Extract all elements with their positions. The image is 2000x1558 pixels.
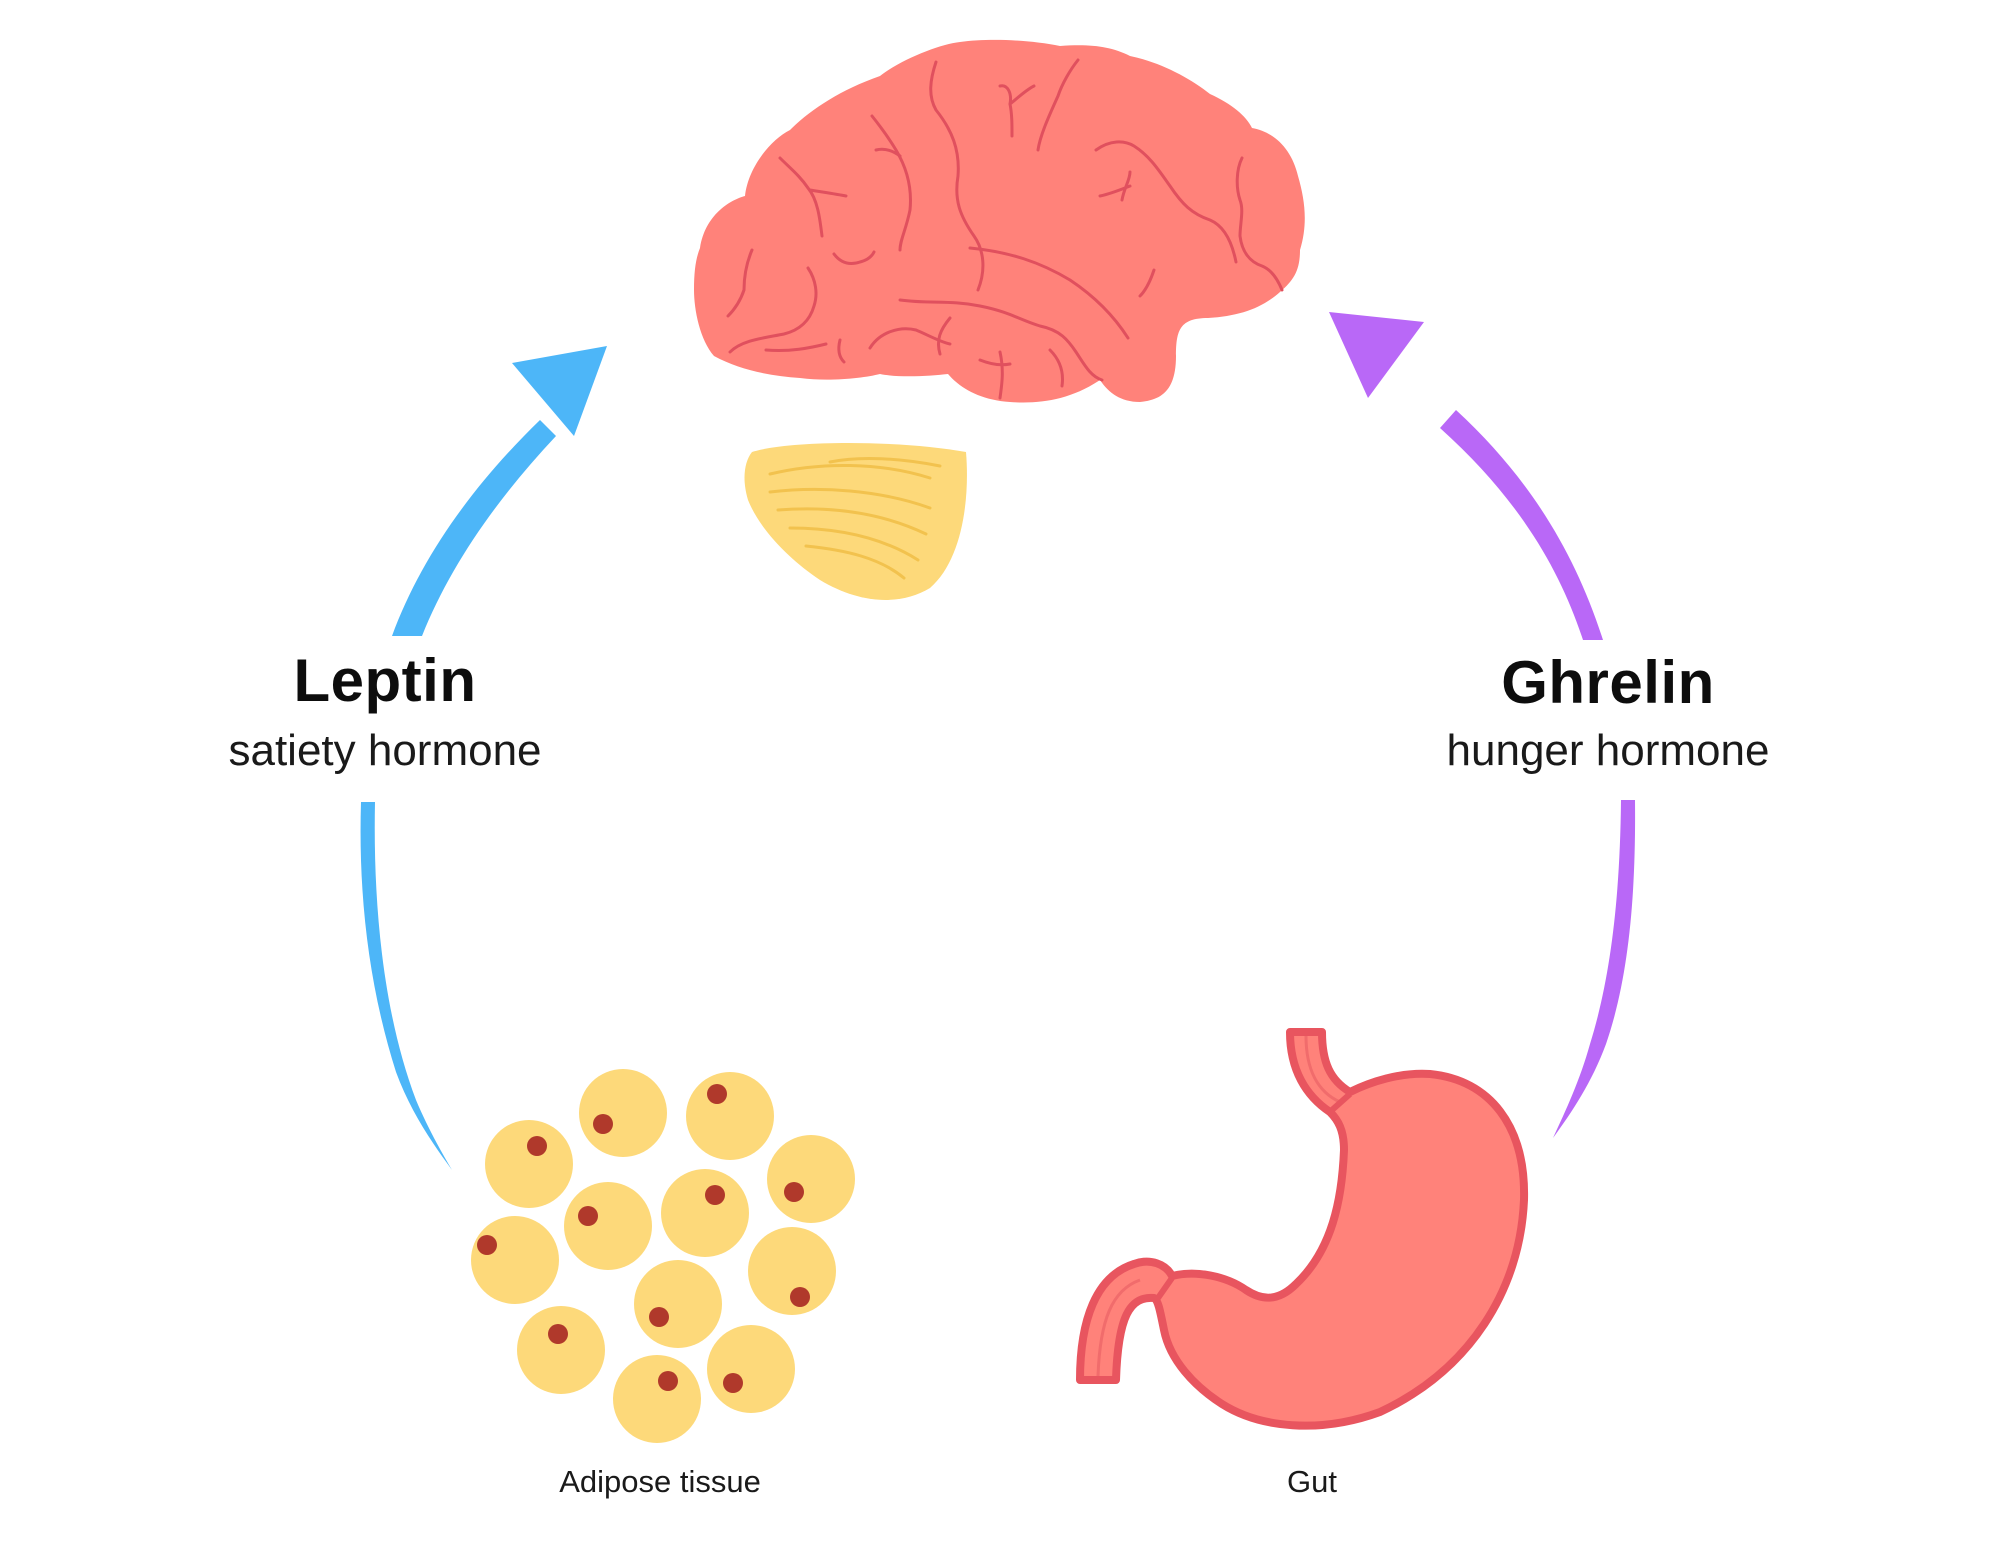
fat-cell (661, 1169, 749, 1257)
brain-sulci (726, 58, 1284, 400)
fat-cell (634, 1260, 722, 1348)
fat-cell-nucleus (790, 1287, 810, 1307)
fat-cell-nucleus (707, 1084, 727, 1104)
fat-cell-nucleus (723, 1373, 743, 1393)
stomach-icon (1076, 1028, 1529, 1430)
pylorus-line (1155, 1276, 1175, 1300)
fat-cell (485, 1120, 573, 1208)
fat-cell-nucleus (649, 1307, 669, 1327)
leptin-arrow-lower (360, 802, 452, 1170)
brain-icon (694, 39, 1305, 600)
fat-cell (579, 1069, 667, 1157)
fat-cell-nucleus (578, 1206, 598, 1226)
ghrelin-arrow-upper (1329, 312, 1603, 640)
ghrelin-label: Ghrelin (1501, 649, 1715, 716)
fat-cell (748, 1227, 836, 1315)
cerebrum (694, 39, 1305, 403)
fat-cell (471, 1216, 559, 1304)
adipose-tissue-label: Adipose tissue (559, 1464, 761, 1499)
fat-cell-nucleus (593, 1114, 613, 1134)
fat-cell (613, 1355, 701, 1443)
esophagus-inner-line (1304, 1035, 1341, 1104)
fat-cell (686, 1072, 774, 1160)
leptin-arrow-upper (392, 346, 607, 636)
fat-cell (564, 1182, 652, 1270)
ghrelin-description: hunger hormone (1446, 726, 1770, 775)
duodenum-inner-line (1096, 1278, 1141, 1377)
fat-cell (767, 1135, 855, 1223)
leptin-arrow-shaft (392, 420, 556, 636)
leptin-arrowhead-icon (512, 346, 607, 436)
fat-cell-nucleus (784, 1182, 804, 1202)
gut-label: Gut (1287, 1464, 1337, 1499)
cerebellum (744, 443, 967, 600)
ghrelin-arrowhead-icon (1329, 312, 1424, 398)
fat-cell-nucleus (705, 1185, 725, 1205)
leptin-description: satiety hormone (228, 726, 542, 775)
ghrelin-arrow-lower (1553, 800, 1636, 1138)
leptin-label: Leptin (293, 647, 477, 714)
stomach-body (1076, 1028, 1529, 1430)
fat-cell (707, 1325, 795, 1413)
fat-cell (517, 1306, 605, 1394)
fat-cell-nucleus (548, 1324, 568, 1344)
fat-cell-nucleus (477, 1235, 497, 1255)
fat-cell-nucleus (527, 1136, 547, 1156)
adipose-tissue-icon (471, 1069, 855, 1443)
cardia-line (1330, 1091, 1352, 1113)
ghrelin-arrow-shaft (1440, 410, 1603, 640)
cerebellum-folds (768, 457, 942, 580)
fat-cell-nucleus (658, 1371, 678, 1391)
